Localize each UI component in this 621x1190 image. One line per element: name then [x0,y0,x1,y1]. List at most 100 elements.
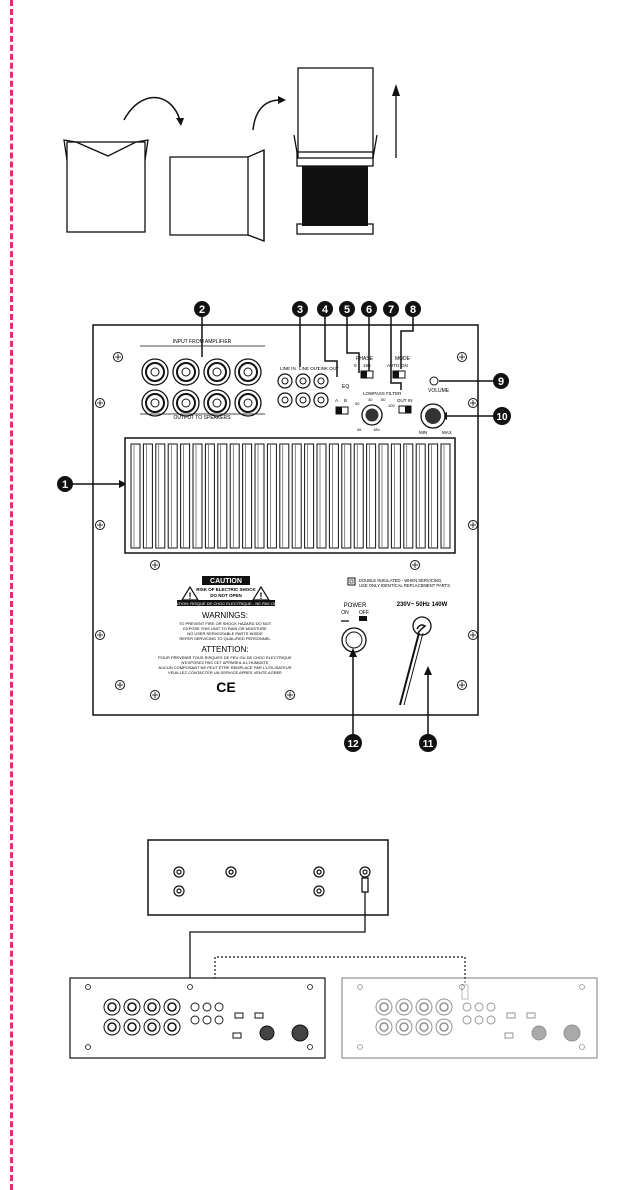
speaker-terminal [435,998,453,1016]
switch [232,1032,242,1039]
switch [506,1012,516,1019]
line-out-label: LINE OUT [299,366,320,371]
lp-40: 40 [368,397,373,402]
mains-rating: 230V~ 50Hz 140W [397,602,448,608]
callout-6: 6 [361,301,377,373]
lp-100: 100 [388,403,395,408]
lowpass-knob [259,1025,275,1041]
screw [307,984,313,990]
warning-line: NO USER SERVICEABLE PARTS INSIDE [187,631,263,636]
caution-line2: DO NOT OPEN [210,593,242,598]
speaker-terminal[interactable] [234,389,262,417]
heatsink-fin [403,443,414,549]
attention-line: N'EXPOSEZ PAS CET APPAREIL A L'HUMIDITE [181,660,269,665]
heatsink-fin [254,443,265,549]
power-switch[interactable] [341,627,367,653]
callout-1: 1 [57,476,127,492]
warning-line: TO PREVENT FIRE OR SHOCK HAZARD DO NOT [179,621,272,626]
rca-jack[interactable] [295,392,311,408]
subwoofer-thumbnail-2 [341,977,598,1059]
amplifier-jacks [173,866,371,897]
speaker-terminal[interactable] [172,358,200,386]
rca-jack [214,1002,224,1012]
speaker-terminal [375,1018,393,1036]
heatsink-fin [304,443,315,549]
svg-text:8: 8 [410,304,416,316]
svg-text:6: 6 [366,304,372,316]
heatsink-fin [217,443,228,549]
rca-jack[interactable] [313,373,329,389]
link-out-label: LINK OUT [318,366,339,371]
heatsink-fin [378,443,389,549]
caution-line1: RISK OF ELECTRIC SHOCK [196,587,256,592]
speaker-terminal[interactable] [234,358,262,386]
heatsink-fin [328,443,339,549]
rca-jack[interactable] [277,392,293,408]
link-connection-diagram [69,839,598,1059]
rca-jacks [277,373,329,408]
screw [85,1044,91,1050]
heatsink-fin [155,443,166,549]
svg-text:7: 7 [388,304,394,316]
callout-9: 9 [439,373,509,389]
attention-title: ATTENTION: [202,645,249,654]
rca-jack [474,1015,484,1025]
volume-knob[interactable] [420,403,446,429]
heatsink-fin [390,443,401,549]
speaker-terminal [395,998,413,1016]
screw [307,1044,313,1050]
amplifier-rear-panel [147,839,389,916]
panel-screws [95,352,478,700]
heatsink-fin [353,443,364,549]
heatsink-fin [428,443,439,549]
callout-8: 8 [400,301,421,369]
heatsink-fin [192,443,203,549]
lp-45: 45 [357,427,362,432]
speaker-terminal[interactable] [203,389,231,417]
caution-block: ! ! CAUTION RISK OF ELECTRIC SHOCK DO NO… [158,576,292,675]
eq-label: EQ [342,384,349,390]
attention-line: VEUILLEZ CONTACTER UN SERVICE APRES VENT… [168,670,282,675]
svg-text:4: 4 [322,304,329,316]
heatsink-fin [366,443,377,549]
rca-jack[interactable] [295,373,311,389]
power-cord [399,616,432,706]
power-led [429,376,439,386]
screw [85,984,91,990]
speaker-terminal[interactable] [141,389,169,417]
speaker-terminal [415,998,433,1016]
rca-jack[interactable] [313,392,329,408]
rca-jack [462,1002,472,1012]
callout-5: 5 [339,301,360,373]
heatsink-fin [229,443,240,549]
svg-text:11: 11 [423,739,434,750]
rear-panel-diagram: 2 3 4 5 6 7 8 9 10 1 INPUT FR [57,301,511,752]
speaker-terminal[interactable] [141,358,169,386]
rca-jack[interactable] [277,373,293,389]
heatsink-fin [204,443,215,549]
rca-jack [190,1002,200,1012]
rca-jack [202,1002,212,1012]
svg-text:3: 3 [297,304,303,316]
screw [579,1044,585,1050]
lp-30: 30 [355,401,360,406]
speaker-terminal[interactable] [203,358,231,386]
unboxing-illustration [63,67,400,242]
speaker-terminal[interactable] [172,389,200,417]
callout-4: 4 [317,301,338,377]
volume-knob [563,1024,581,1042]
double-insulated-text: DOUBLE INSULATED - WHEN SERVICING, [359,578,442,583]
heatsink-fin [242,443,253,549]
heatsink-fin [130,443,141,549]
lp-out-label: OUT [397,398,407,403]
warning-line: EXPOSE THIS UNIT TO RAIN OR MOISTURE [183,626,267,631]
heatsink-fin [415,443,426,549]
rca-jack [202,1015,212,1025]
switch [526,1012,536,1019]
cut-line [10,0,13,1190]
rca-jack [486,1002,496,1012]
power-on-label: ON [341,610,349,616]
lowpass-knob[interactable] [361,404,383,426]
rca-jack [190,1015,200,1025]
svg-text:5: 5 [344,304,350,316]
